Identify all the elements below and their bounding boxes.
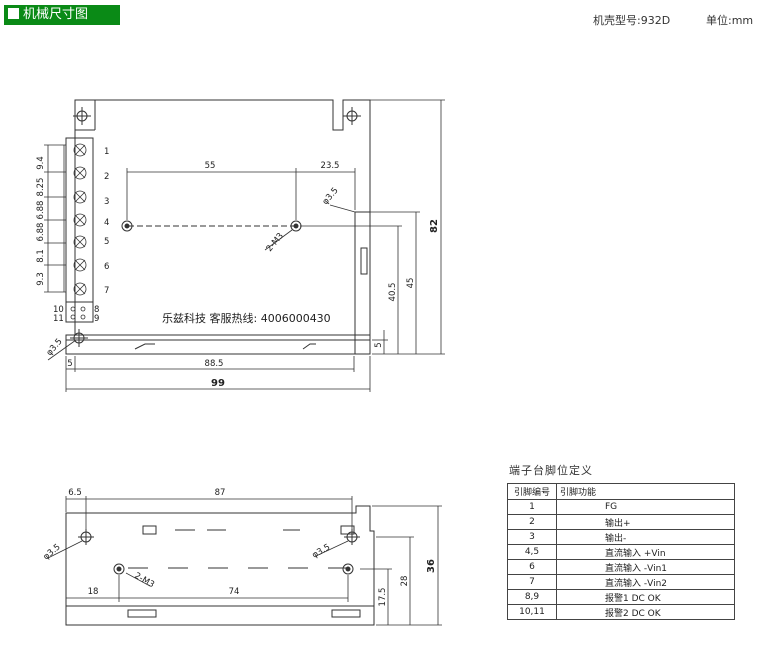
pin-function: FG	[556, 499, 735, 515]
pin-function: 直流输入 -Vin2	[556, 574, 735, 590]
header-pin-number: 引脚编号	[507, 483, 557, 500]
pin-function: 输出-	[556, 529, 735, 545]
side-dim-hole-left: φ3.5	[42, 542, 63, 562]
pin-label-9: 9	[94, 314, 99, 324]
case-model: 机壳型号:932D	[593, 14, 671, 27]
dim-40-5: 40.5	[388, 283, 398, 302]
pitch-9-4: 9.4	[36, 156, 46, 170]
pin-label-5: 5	[104, 237, 109, 247]
unit-label: 单位:mm	[706, 14, 754, 27]
m3-hole-left	[121, 220, 133, 232]
dim-55: 55	[205, 161, 216, 171]
pitch-6-88-a: 6.88	[36, 201, 46, 220]
dim-hole-right: φ3.5	[321, 186, 341, 207]
pin-function: 报警1 DC OK	[556, 589, 735, 605]
top-right-hole	[343, 107, 361, 125]
section-header: 机械尺寸图	[4, 5, 120, 25]
side-left-hole	[78, 529, 94, 545]
pin-function: 输出+	[556, 514, 735, 530]
square-icon	[8, 8, 19, 19]
bottom-left-hole	[70, 329, 88, 347]
pin-label-8: 8	[94, 305, 99, 315]
dim-28: 28	[400, 576, 410, 587]
side-m3-right	[342, 563, 354, 575]
pin-number: 10,11	[507, 604, 557, 620]
dim-36: 36	[426, 559, 437, 573]
pin-function: 直流输入 -Vin1	[556, 559, 735, 575]
pin-table-title: 端子台脚位定义	[509, 464, 593, 477]
side-m3-left	[113, 563, 125, 575]
pin-label-10: 10	[53, 305, 64, 315]
pin-label-6: 6	[104, 262, 109, 272]
dim-6-5: 6.5	[68, 488, 82, 498]
dim-74: 74	[229, 587, 240, 597]
pin-label-4: 4	[104, 218, 109, 228]
pin-function: 报警2 DC OK	[556, 604, 735, 620]
pin-number: 2	[507, 514, 557, 530]
dim-2m3-top: 2-M3	[265, 231, 286, 254]
pin-label-3: 3	[104, 197, 109, 207]
pin-number: 1	[507, 499, 557, 515]
table-header-row: 引脚编号 引脚功能	[507, 483, 735, 500]
hotline-text: 乐兹科技 客服热线: 4006000430	[162, 311, 331, 325]
pitch-8-1: 8.1	[36, 249, 46, 263]
top-left-hole	[73, 107, 91, 125]
terminal-screws	[70, 143, 87, 320]
pin-function: 直流输入 +Vin	[556, 544, 735, 560]
pin-label-7: 7	[104, 286, 109, 296]
section-title: 机械尺寸图	[23, 7, 89, 22]
pin-number: 8,9	[507, 589, 557, 605]
pitch-6-88-b: 6.88	[36, 223, 46, 242]
side-dim-2m3: 2-M3	[133, 571, 156, 590]
dim-hole-left: φ3.5	[45, 337, 65, 358]
dim-88-5: 88.5	[205, 359, 224, 369]
pin-number: 4,5	[507, 544, 557, 560]
dim-18: 18	[88, 587, 99, 597]
pin-label-1: 1	[104, 147, 109, 157]
pitch-8-25: 8.25	[36, 178, 46, 197]
dim-45: 45	[406, 278, 416, 289]
header-pin-function: 引脚功能	[556, 483, 735, 500]
pitch-9-3: 9.3	[36, 272, 46, 286]
pin-label-2: 2	[104, 172, 109, 182]
side-dim-hole-right: φ3.5	[311, 542, 333, 560]
dim-5-right: 5	[374, 342, 384, 347]
dim-87: 87	[215, 488, 226, 498]
pin-number: 7	[507, 574, 557, 590]
side-right-hole	[344, 529, 360, 545]
dim-23-5: 23.5	[321, 161, 340, 171]
dim-5-bottom: 5	[67, 359, 72, 369]
pin-number: 3	[507, 529, 557, 545]
pin-label-11: 11	[53, 314, 64, 324]
pin-number: 6	[507, 559, 557, 575]
dim-82: 82	[429, 219, 440, 233]
side-case-outline	[65, 505, 375, 626]
dim-99: 99	[211, 378, 225, 389]
dim-17-5: 17.5	[378, 588, 388, 607]
